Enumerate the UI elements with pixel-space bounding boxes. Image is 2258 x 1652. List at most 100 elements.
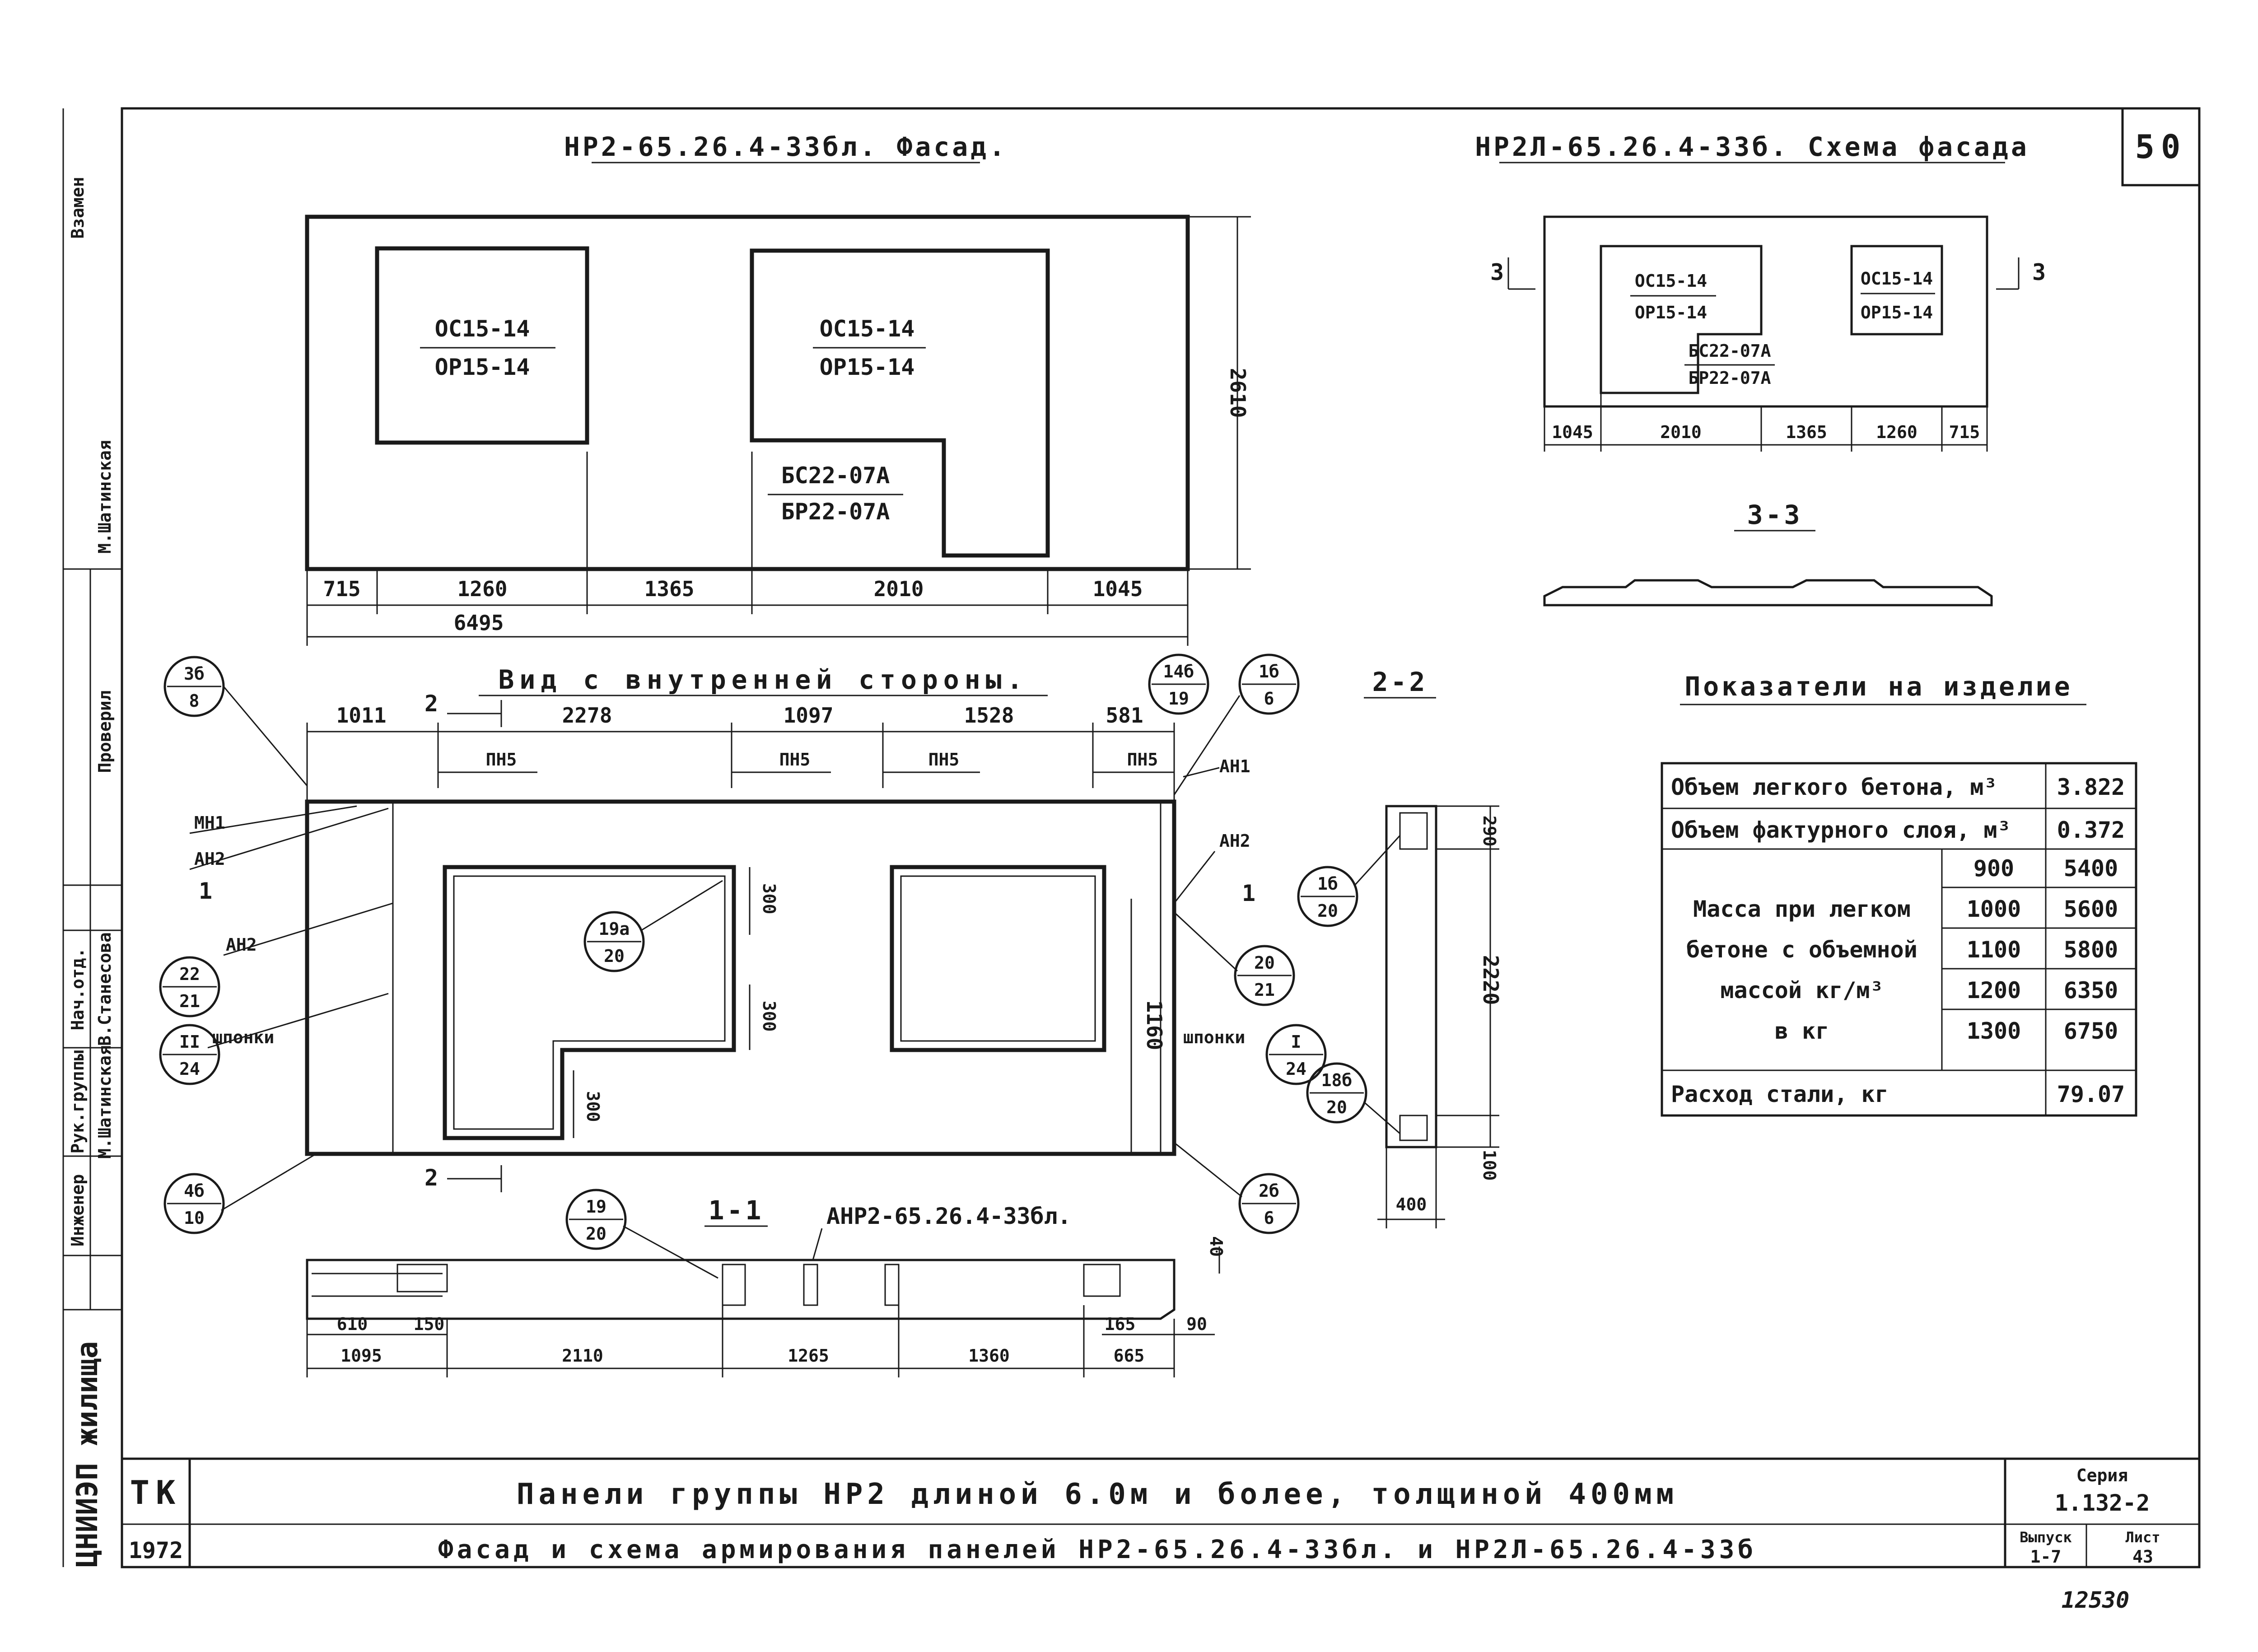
inner-title: Вид с внутренней стороны. xyxy=(499,664,1028,695)
inner-top-dim-2: 2278 xyxy=(562,703,612,728)
facade-dim-1: 715 xyxy=(323,577,360,601)
inner-top-dim-3: 1097 xyxy=(784,703,834,728)
scheme-drawing: ОС15-14 ОР15-14 ОС15-14 ОР15-14 БС22-07А… xyxy=(1490,215,2046,452)
section-33-profile xyxy=(1543,579,1993,607)
svg-text:19: 19 xyxy=(586,1197,606,1217)
svg-text:19а: 19а xyxy=(599,919,630,939)
scheme-door-top: БС22-07А xyxy=(1688,341,1771,361)
section-22-dim-290: 290 xyxy=(1479,816,1499,847)
scheme-dim-3: 1365 xyxy=(1786,422,1827,442)
section-22: 2-2 290 2220 100 400 1б 20 18б 20 xyxy=(1297,667,1503,1228)
svg-text:21: 21 xyxy=(1254,980,1275,1000)
facade-window-left-top: ОС15-14 xyxy=(435,316,530,342)
facade-door-bottom: БР22-07А xyxy=(781,499,890,525)
section-22-dim-2220: 2220 xyxy=(1479,955,1503,1005)
svg-text:1б: 1б xyxy=(1259,662,1279,681)
stamp-list: 43 xyxy=(2132,1547,2153,1567)
inner-top-dim-4: 1528 xyxy=(964,703,1014,728)
inner-cut-2-bottom: 2 xyxy=(425,1165,438,1191)
section-22-title: 2-2 xyxy=(1372,667,1428,697)
section-22-width: 400 xyxy=(1396,1195,1427,1214)
inner-label-an2-left2: АН2 xyxy=(226,935,257,955)
inner-dim-300-b: 300 xyxy=(759,1001,779,1032)
facade-drawing: ОС15-14 ОР15-14 ОС15-14 ОР15-14 БС22-07А… xyxy=(305,215,1251,646)
indicator-mass-3: 5800 xyxy=(2064,937,2118,963)
inner-label-cut-1-right: 1 xyxy=(1242,880,1255,906)
stamp-vypusk-label: Выпуск xyxy=(2020,1529,2072,1546)
indicators-table: Показатели на изделие Объем легкого бето… xyxy=(1661,671,2137,1117)
scheme-title: НР2Л-65.26.4-33б. Схема фасада xyxy=(1475,131,2029,162)
side-org: ЦНИИЭП жилища xyxy=(71,1341,104,1568)
scheme-dim-5: 715 xyxy=(1949,422,1980,442)
inner-dim-300-c: 300 xyxy=(583,1091,603,1122)
callout-3b-8: 3б 8 xyxy=(163,656,308,786)
indicator-density-3: 1100 xyxy=(1967,937,2021,963)
facade-total: 6495 xyxy=(454,611,504,635)
scheme-panel xyxy=(1543,215,1988,408)
section-11-dim-40: 40 xyxy=(1206,1236,1226,1257)
svg-text:20: 20 xyxy=(586,1224,606,1244)
inner-top-dim-5: 581 xyxy=(1106,703,1143,728)
inner-label-an2-left: АН2 xyxy=(194,849,225,869)
section-11-title: 1-1 xyxy=(709,1195,764,1226)
section-22-callout-b-top: 18б xyxy=(1321,1070,1353,1090)
indicator-density-5: 1300 xyxy=(1967,1018,2021,1044)
callout-19a-20: 19а 20 xyxy=(583,880,723,972)
section-11-dim-1265: 1265 xyxy=(788,1346,829,1366)
scheme-cut-right: 3 xyxy=(2032,259,2046,285)
indicator-mass-4: 6350 xyxy=(2064,977,2118,1003)
section-11: 1-1 АНР2-65.26.4-33бл. 40 610 150 165 90… xyxy=(306,1195,1226,1377)
scheme-w2-bottom: ОР15-14 xyxy=(1861,303,1933,322)
sheet-number-box xyxy=(2121,107,2201,187)
svg-text:2б: 2б xyxy=(1259,1181,1279,1201)
scheme-w1-bottom: ОР15-14 xyxy=(1635,303,1707,322)
svg-text:10: 10 xyxy=(184,1208,205,1228)
section-22-callout-a-top: 1б xyxy=(1317,874,1338,894)
side-role-2: Рук.группы xyxy=(68,1050,88,1153)
facade-dim-3: 1365 xyxy=(644,577,695,601)
scheme-dim-1: 1045 xyxy=(1552,422,1593,442)
callout-14b-19: 14б 19 xyxy=(1148,653,1209,715)
inner-dim-1160: 1160 xyxy=(1142,1000,1166,1050)
inner-cut-2-top: 2 xyxy=(425,691,438,717)
side-checked: Проверил xyxy=(95,690,115,773)
stamp-list-label: Лист xyxy=(2125,1529,2160,1546)
indicator-mass-2: 5600 xyxy=(2064,896,2118,922)
scheme-dim-4: 1260 xyxy=(1876,422,1917,442)
side-name-2: В.Станесова xyxy=(95,932,115,1046)
inner-pin-4: ПН5 xyxy=(1127,750,1158,770)
indicator-row-1-value: 3.822 xyxy=(2057,774,2125,800)
side-name-3: М.Шатинская xyxy=(95,1045,115,1159)
side-block: Взамен Проверил Инженер Рук.группы Нач.о… xyxy=(62,108,122,1568)
facade-dim-2: 1260 xyxy=(457,577,508,601)
svg-text:II: II xyxy=(179,1032,200,1052)
side-zamen: Взамен xyxy=(68,177,88,238)
inventory-number: 12530 xyxy=(2062,1587,2130,1613)
section-11-dim-90: 90 xyxy=(1186,1314,1207,1334)
facade-dim-5: 1045 xyxy=(1093,577,1143,601)
stamp-vypusk: 1-7 xyxy=(2030,1547,2062,1567)
indicator-mass-1: 5400 xyxy=(2064,855,2118,882)
section-11-dim-610: 610 xyxy=(337,1314,368,1334)
inner-opening-window xyxy=(890,865,1106,1052)
scheme-door-bottom: БР22-07А xyxy=(1688,368,1771,388)
callout-II-24: II 24 xyxy=(159,1024,220,1085)
facade-dim-4: 2010 xyxy=(874,577,924,601)
inner-label-an1-right: АН1 xyxy=(1219,756,1250,776)
facade-window-right-top: ОС15-14 xyxy=(820,316,915,342)
section-11-dim-165: 165 xyxy=(1105,1314,1136,1334)
section-11-dim-1095: 1095 xyxy=(341,1346,382,1366)
svg-text:20: 20 xyxy=(604,946,625,966)
indicators-title: Показатели на изделие xyxy=(1684,671,2072,702)
svg-text:21: 21 xyxy=(179,991,200,1011)
svg-text:4б: 4б xyxy=(184,1181,205,1201)
indicator-mass-label-2: бетоне с объемной xyxy=(1686,937,1917,963)
indicator-steel-value: 79.07 xyxy=(2057,1081,2125,1107)
indicator-mass-label-4: в кг xyxy=(1775,1018,1829,1044)
callout-22-21: 22 21 xyxy=(159,956,220,1017)
facade-window-left xyxy=(375,246,589,445)
inner-pin-3: ПН5 xyxy=(928,750,960,770)
indicator-mass-label-3: массой кг/м³ xyxy=(1720,977,1883,1003)
inner-pin-1: ПН5 xyxy=(486,750,517,770)
inner-label-cut-1-left: 1 xyxy=(199,878,212,904)
